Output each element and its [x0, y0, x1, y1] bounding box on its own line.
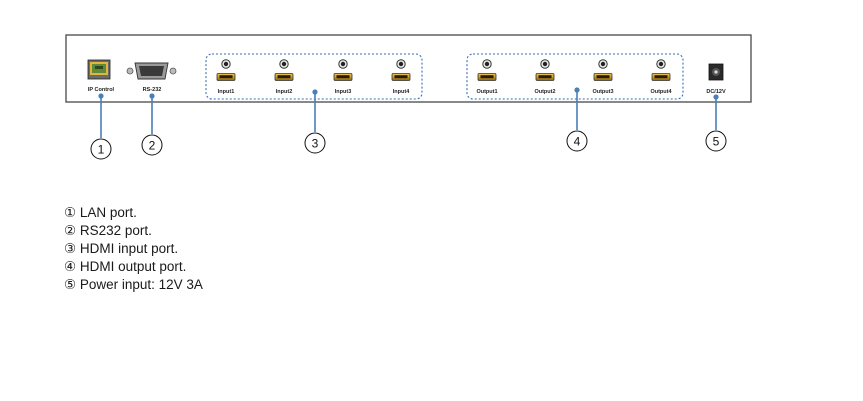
callout-number-3: 3 [312, 137, 319, 151]
output-2-label: Output2 [534, 89, 555, 95]
legend-item-hdmi-output: ④ HDMI output port. [64, 259, 187, 274]
callout-circle-1 [90, 138, 112, 160]
leader-dot-1 [98, 93, 104, 99]
input-1-label: Input1 [218, 89, 235, 95]
hdmi-output-group [466, 53, 684, 100]
rs232-port-label: RS-232 [143, 87, 162, 93]
leader-dot-5 [713, 94, 719, 100]
callout-circle-4 [566, 130, 588, 152]
callout-number-1: 1 [98, 143, 105, 157]
callout-circle-2 [141, 134, 163, 156]
leader-dot-2 [149, 93, 155, 99]
callout-number-5: 5 [713, 135, 720, 149]
lan-port-label: IP Control [88, 87, 115, 93]
input-2-label: Input2 [276, 89, 293, 95]
legend-item-lan: ① LAN port. [64, 205, 137, 220]
input-3-label: Input3 [335, 89, 352, 95]
leader-dot-3 [312, 89, 318, 95]
lan-port-icon [87, 59, 111, 80]
legend-item-power: ⑤ Power input: 12V 3A [64, 277, 203, 292]
leader-dot-4 [574, 87, 580, 93]
rear-panel-diagram: IP Control RS-232 Input1 Input2 Input3 I… [65, 34, 752, 160]
rs232-port-icon [126, 62, 177, 80]
output-1-label: Output1 [476, 89, 497, 95]
callout-number-2: 2 [149, 139, 156, 153]
dc-power-jack-icon [708, 63, 724, 81]
callout-circle-5 [705, 130, 727, 152]
callout-circle-3 [304, 132, 326, 154]
port-legend: ① LAN port. ② RS232 port. ③ HDMI input p… [64, 204, 203, 294]
legend-item-rs232: ② RS232 port. [64, 223, 152, 238]
output-3-label: Output3 [592, 89, 613, 95]
input-4-label: Input4 [393, 89, 410, 95]
output-4-label: Output4 [650, 89, 672, 95]
legend-item-hdmi-input: ③ HDMI input port. [64, 241, 179, 256]
device-rear-panel [65, 34, 752, 103]
callout-number-4: 4 [574, 135, 581, 149]
hdmi-input-group [205, 53, 423, 100]
power-port-label: DC/12V [706, 89, 726, 95]
